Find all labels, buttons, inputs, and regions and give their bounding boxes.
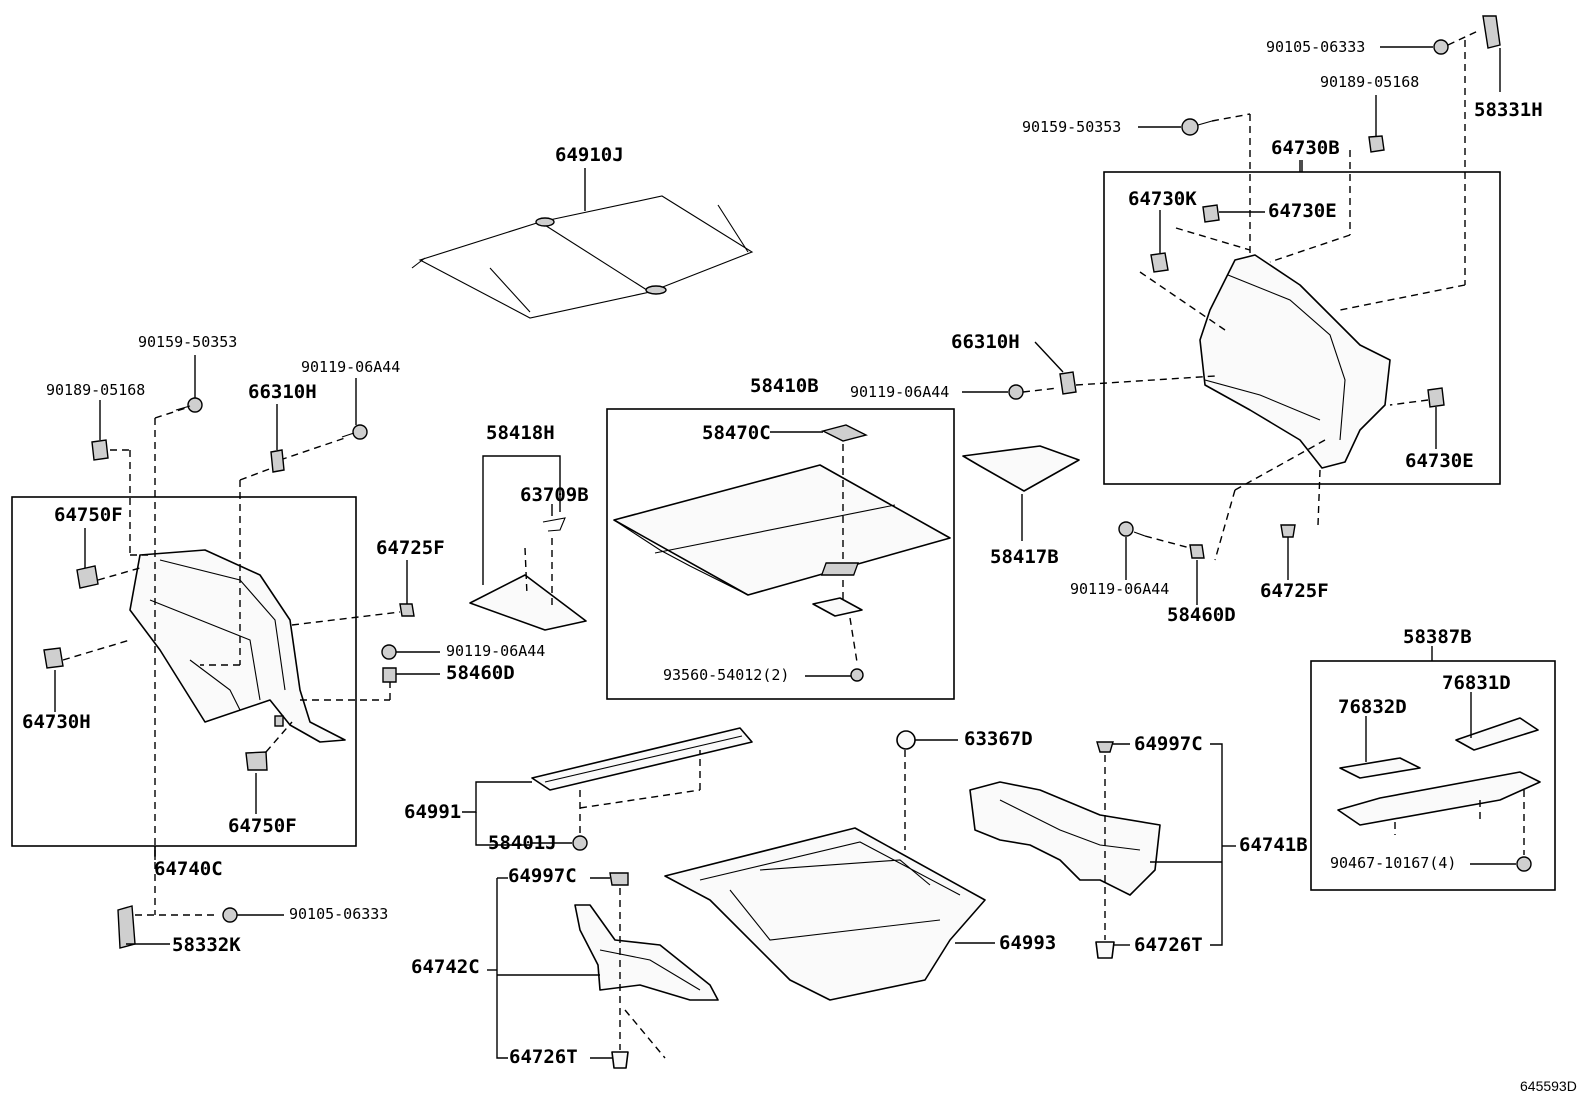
right-fasteners bbox=[962, 15, 1501, 605]
label-64993: 64993 bbox=[999, 932, 1057, 954]
mat-58418h bbox=[469, 455, 587, 631]
label-64730h: 64730H bbox=[22, 711, 91, 733]
label-64730k: 64730K bbox=[1128, 188, 1197, 210]
label-64726t-left: 64726T bbox=[509, 1046, 578, 1068]
label-64750f-bottom: 64750F bbox=[228, 815, 297, 837]
step-plate-58387b bbox=[1337, 646, 1541, 872]
label-66310h-right: 66310H bbox=[951, 331, 1020, 353]
tub-64993 bbox=[664, 730, 995, 1001]
label-64741b: 64741B bbox=[1239, 834, 1308, 856]
label-63709b: 63709B bbox=[520, 484, 589, 506]
label-90467-10167: 90467-10167(4) bbox=[1330, 854, 1457, 872]
bracket-64742c bbox=[487, 872, 719, 1069]
box-58387b bbox=[1310, 660, 1556, 891]
box-58410b bbox=[606, 408, 955, 700]
label-90189-05168-left: 90189-05168 bbox=[46, 381, 146, 399]
label-76832d: 76832D bbox=[1338, 696, 1407, 718]
label-64725f-right: 64725F bbox=[1260, 580, 1329, 602]
label-64730b: 64730B bbox=[1271, 137, 1340, 159]
label-76831d: 76831D bbox=[1442, 672, 1511, 694]
label-90119-06a44-right-2: 90119-06A44 bbox=[1070, 580, 1170, 598]
label-90159-50353-top: 90159-50353 bbox=[1022, 118, 1122, 136]
right-trim-64730b bbox=[1139, 40, 1466, 561]
rail-64991 bbox=[462, 727, 753, 851]
label-58460d-mid: 58460D bbox=[446, 662, 515, 684]
label-64726t-right: 64726T bbox=[1134, 934, 1203, 956]
diagram-id: 645593D bbox=[1520, 1078, 1577, 1094]
label-64742c: 64742C bbox=[411, 956, 480, 978]
label-63367d: 63367D bbox=[964, 728, 1033, 750]
panel-58417b bbox=[962, 445, 1080, 541]
label-90105-06333-top: 90105-06333 bbox=[1266, 38, 1366, 56]
label-66310h-left: 66310H bbox=[248, 381, 317, 403]
label-64730e-bottom: 64730E bbox=[1405, 450, 1474, 472]
label-64991: 64991 bbox=[404, 801, 462, 823]
label-64997c-right: 64997C bbox=[1134, 733, 1203, 755]
box-64740c bbox=[11, 496, 357, 847]
label-93560-54012: 93560-54012(2) bbox=[663, 666, 790, 684]
label-58410b: 58410B bbox=[750, 375, 819, 397]
label-64997c-left: 64997C bbox=[508, 865, 577, 887]
label-90119-06a44-left: 90119-06A44 bbox=[301, 358, 401, 376]
left-trim-64740c bbox=[43, 418, 401, 915]
bracket-64741b bbox=[969, 741, 1236, 959]
label-58387b: 58387B bbox=[1403, 626, 1472, 648]
label-64750f-top: 64750F bbox=[54, 504, 123, 526]
label-58331h: 58331H bbox=[1474, 99, 1543, 121]
label-58470c: 58470C bbox=[702, 422, 771, 444]
label-58417b: 58417B bbox=[990, 546, 1059, 568]
label-58460d-right: 58460D bbox=[1167, 604, 1236, 626]
left-fasteners bbox=[91, 355, 440, 949]
label-90105-06333-bottom: 90105-06333 bbox=[289, 905, 389, 923]
label-64910j: 64910J bbox=[555, 144, 624, 166]
deck-board-58410b bbox=[613, 424, 951, 682]
tonneau-frame-64910j bbox=[411, 168, 754, 319]
label-90119-06a44-right-1: 90119-06A44 bbox=[850, 383, 950, 401]
label-58332k: 58332K bbox=[172, 934, 241, 956]
label-64740c: 64740C bbox=[154, 858, 223, 880]
label-64725f-left: 64725F bbox=[376, 537, 445, 559]
label-58401j: 58401J bbox=[488, 832, 557, 854]
label-90189-05168-top: 90189-05168 bbox=[1320, 73, 1420, 91]
label-90159-50353-left: 90159-50353 bbox=[138, 333, 238, 351]
label-64730e-top: 64730E bbox=[1268, 200, 1337, 222]
label-90119-06a44-mid: 90119-06A44 bbox=[446, 642, 546, 660]
label-58418h: 58418H bbox=[486, 422, 555, 444]
